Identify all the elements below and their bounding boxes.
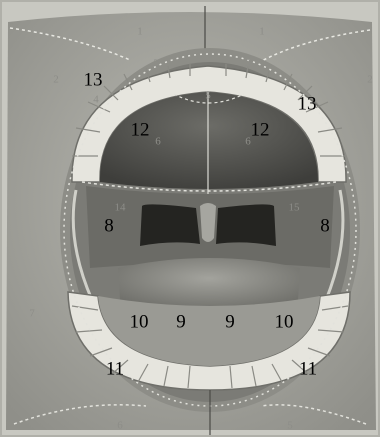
label-8-left: 8 xyxy=(104,217,114,236)
marker-15: 15 xyxy=(289,203,300,214)
label-12-right: 12 xyxy=(251,121,270,140)
label-10-left: 10 xyxy=(130,313,149,332)
label-10-right: 10 xyxy=(275,313,294,332)
label-13-left: 13 xyxy=(84,71,103,90)
label-13-right: 13 xyxy=(298,95,317,114)
marker-4: 4 xyxy=(93,95,99,106)
marker-3-right: 3 xyxy=(245,59,251,70)
marker-3-left: 3 xyxy=(153,59,159,70)
marker-1-right: 1 xyxy=(259,27,265,38)
uvula xyxy=(200,203,216,242)
label-11-left: 11 xyxy=(106,360,124,379)
throat-opening-left xyxy=(140,204,200,246)
label-12-left: 12 xyxy=(131,121,150,140)
marker-5: 5 xyxy=(205,91,211,102)
marker-6-bottom: 6 xyxy=(117,421,123,432)
label-8-right: 8 xyxy=(320,217,330,236)
marker-2-left: 2 xyxy=(53,75,59,86)
label-11-right: 11 xyxy=(299,360,317,379)
throat-opening-right xyxy=(216,204,276,246)
marker-5-bottom: 5 xyxy=(287,421,293,432)
marker-2-right: 2 xyxy=(367,75,373,86)
tongue xyxy=(118,258,300,309)
label-9-left: 9 xyxy=(176,313,186,332)
marker-14: 14 xyxy=(115,203,126,214)
marker-1-left: 1 xyxy=(137,27,143,38)
label-9-right: 9 xyxy=(225,313,235,332)
marker-6-left: 6 xyxy=(155,137,161,148)
marker-7: 7 xyxy=(29,309,35,320)
